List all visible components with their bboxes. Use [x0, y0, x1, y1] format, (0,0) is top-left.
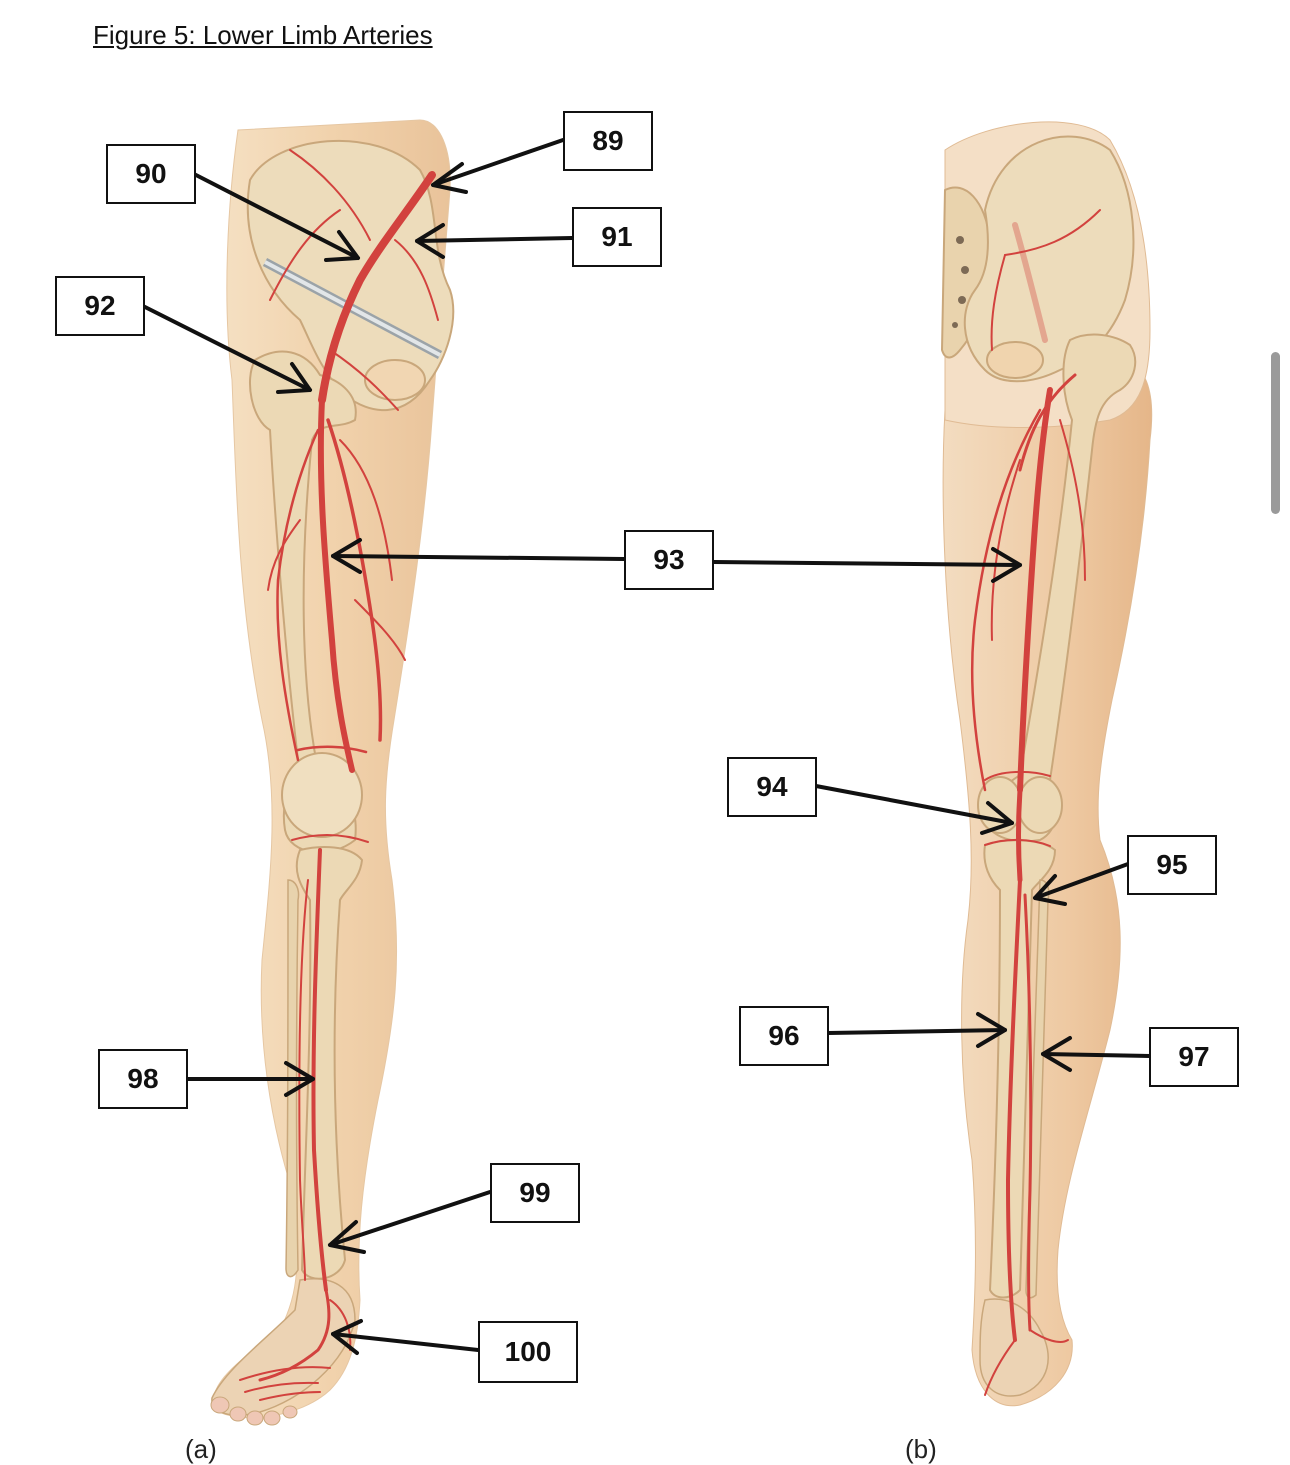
label-box-97: 97 — [1149, 1027, 1239, 1087]
label-box-100: 100 — [478, 1321, 578, 1383]
arrow-93-right — [712, 547, 1022, 583]
arrow-92 — [141, 304, 312, 394]
posterior-tibia-bone — [983, 839, 1057, 1299]
arrow-91 — [415, 223, 574, 259]
label-box-92: 92 — [55, 276, 145, 336]
deep-femoral-branch — [326, 418, 383, 742]
label-box-99: 99 — [490, 1163, 580, 1223]
dorsalis-pedis-artery — [258, 1288, 331, 1382]
posterior-tibial-artery — [1005, 878, 1022, 1342]
popliteal-artery — [1016, 787, 1023, 883]
arrow-94 — [814, 784, 1014, 835]
anterior-leg-view — [210, 119, 455, 1426]
label-box-95: 95 — [1127, 835, 1217, 895]
anterior-tibia-bone — [295, 846, 364, 1280]
panel-label-a: (a) — [185, 1434, 217, 1464]
anterior-tibial-artery — [311, 848, 328, 1292]
anterior-pelvis-bone — [246, 139, 455, 412]
arrow-96 — [826, 1012, 1007, 1048]
arrow-93-left — [331, 538, 626, 574]
femoral-artery-a — [317, 397, 355, 773]
arrow-95 — [1033, 862, 1130, 906]
posterior-obturator-foramen — [986, 341, 1044, 379]
anterior-patella — [281, 752, 363, 838]
label-box-90: 90 — [106, 144, 196, 204]
label-box-98: 98 — [98, 1049, 188, 1109]
dorsal-arch — [239, 1366, 331, 1401]
label-box-91: 91 — [572, 207, 662, 267]
arrow-97 — [1041, 1036, 1152, 1072]
label-box-96: 96 — [739, 1006, 829, 1066]
label-box-89: 89 — [563, 111, 653, 171]
posterior-femoral-condyle-lateral — [1017, 776, 1063, 834]
anterior-arteries — [239, 149, 439, 1401]
label-box-93: 93 — [624, 530, 714, 590]
anterior-obturator-foramen — [364, 359, 426, 401]
arrow-89 — [431, 138, 565, 194]
anterior-toes — [210, 1396, 298, 1426]
vertical-scrollbar[interactable] — [1271, 352, 1280, 514]
fibular-artery — [1023, 893, 1033, 1332]
figure-title: Figure 5: Lower Limb Arteries — [93, 20, 433, 50]
label-box-94: 94 — [727, 757, 817, 817]
arrow-99 — [328, 1190, 492, 1254]
arrow-90 — [192, 172, 360, 262]
leader-arrows — [141, 138, 1152, 1355]
posterior-leg-view — [940, 121, 1153, 1407]
arrow-100 — [331, 1319, 480, 1355]
femoral-artery-b — [1017, 387, 1053, 793]
panel-label-b: (b) — [905, 1434, 937, 1464]
posterior-arteries — [970, 209, 1101, 1396]
external-iliac-artery-a — [318, 171, 436, 404]
arrow-98 — [186, 1061, 315, 1097]
